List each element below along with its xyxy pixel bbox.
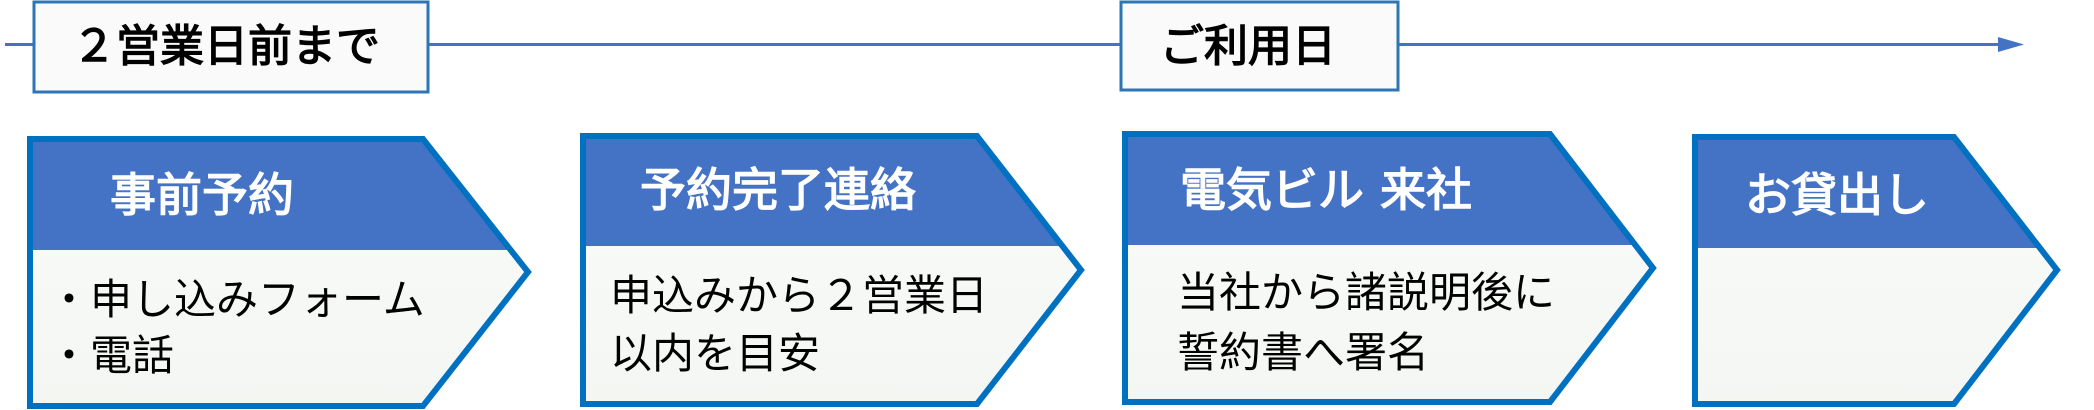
step-4-title: お貸出し [1745, 168, 1929, 222]
marker-label-2-days-before: ２営業日前まで [72, 21, 380, 72]
step-2-line-2: 以内を目安 [610, 329, 821, 378]
step-1-title: 事前予約 [110, 168, 294, 222]
marker-box-2 [1119, 0, 1400, 92]
step-1-line-1: ・申し込みフォーム [48, 275, 425, 324]
step-2-title: 予約完了連絡 [640, 163, 916, 217]
step-3-title: 電気ビル 来社 [1180, 163, 1473, 217]
step-3-line-1: 当社から諸説明後に [1177, 268, 1556, 317]
step-1-line-2: ・電話 [48, 331, 175, 380]
marker-box-1 [32, 0, 430, 94]
step-2-line-1: 申込みから２営業日 [610, 271, 989, 320]
marker-label-usage-day: ご利用日 [1160, 21, 1336, 72]
timeline-arrowhead [1998, 37, 2024, 52]
step-3-line-2: 誓約書へ署名 [1177, 328, 1430, 377]
